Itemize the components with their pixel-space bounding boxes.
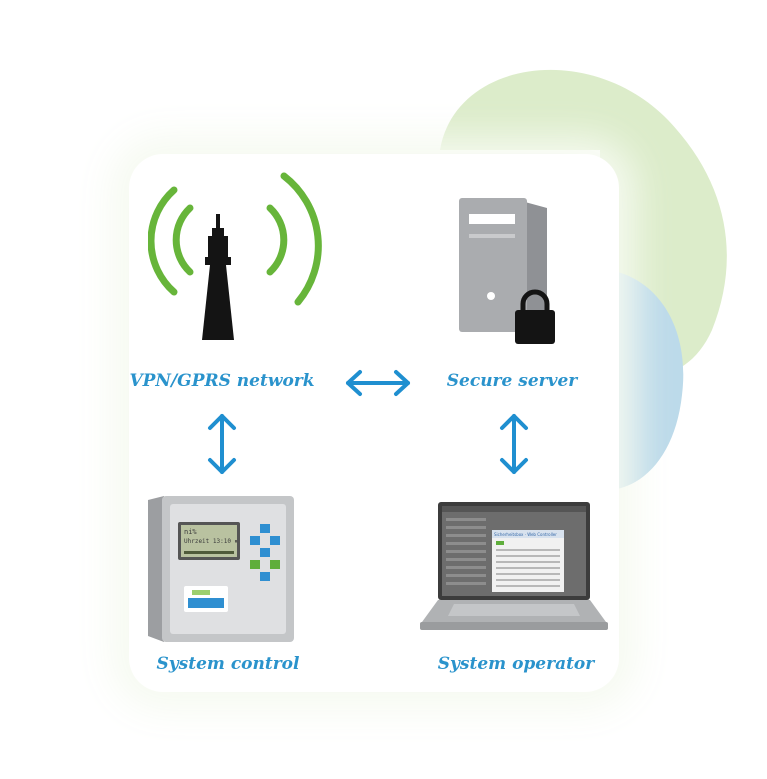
server-icon (459, 198, 547, 336)
lcd-line-2: Uhrzeit 13:10 ⏸ (184, 538, 238, 545)
arrow-network-server (346, 370, 410, 396)
arrow-server-operator (500, 414, 528, 474)
laptop-window-title: Sicherheitsbox · Web Controller (494, 532, 557, 537)
signal-arc-inner-left (172, 204, 194, 276)
signal-waves (148, 172, 322, 306)
keypad (250, 524, 280, 581)
signal-arc-inner-right (266, 204, 288, 276)
server-node (459, 198, 555, 344)
network-label: VPN/GPRS network (129, 371, 315, 391)
dialog-rows (496, 549, 560, 587)
badge (184, 586, 228, 612)
control-label: System control (156, 654, 300, 674)
signal-arc-outer-left (148, 186, 178, 296)
operator-node: Sicherheitsbox · Web Controller (418, 500, 608, 634)
server-label: Secure server (446, 371, 578, 391)
signal-arc-outer-right (280, 172, 322, 306)
padlock-icon (515, 289, 555, 344)
control-panel-icon (148, 496, 294, 642)
screen-table-rows (446, 518, 486, 585)
lcd-line-1: ni% (184, 528, 197, 536)
arrow-network-control (208, 414, 236, 474)
control-node: ni% Uhrzeit 13:10 ⏸ (140, 494, 302, 644)
laptop-icon (420, 502, 608, 630)
tower-icon (202, 214, 234, 340)
blue-blob (610, 270, 684, 490)
operator-label: System operator (437, 654, 595, 674)
network-node (148, 172, 322, 340)
